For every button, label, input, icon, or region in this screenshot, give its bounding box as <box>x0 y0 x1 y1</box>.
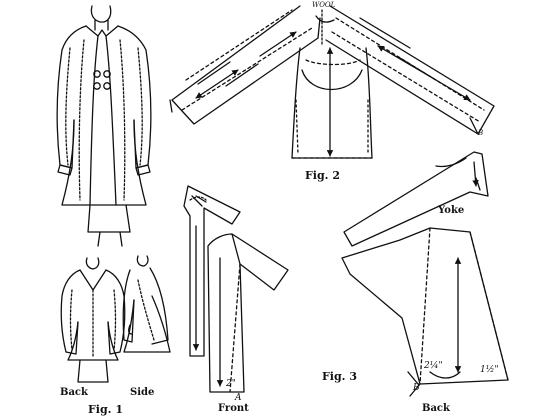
fig1-caption: Fig. 1 <box>88 403 123 416</box>
fig3-back-panel <box>341 227 509 397</box>
fig3-front-panel <box>207 233 289 393</box>
fig1-back-label: Back <box>60 387 88 398</box>
fig3-yoke-label: Yoke <box>438 205 465 216</box>
coat-front-figure <box>56 5 152 247</box>
fig3-back-left-measure: 2¼" <box>424 361 443 371</box>
fig3-front-hem-measure: 2" <box>226 379 236 389</box>
fig2-top-mark: WOOL <box>312 1 336 9</box>
fig3-front-strip <box>183 185 241 357</box>
coat-side-figure <box>122 255 171 353</box>
fig3-letter-b: B <box>413 383 420 393</box>
coat-back-figure <box>60 257 126 383</box>
fig1-side-label: Side <box>130 387 155 398</box>
fig3-front-label: Front <box>218 403 249 414</box>
fig3-caption: Fig. 3 <box>322 370 357 383</box>
fig3-letter-a: A <box>235 393 242 403</box>
fig3-yoke <box>343 151 489 247</box>
fig2-point-label: B <box>478 129 484 137</box>
fig3-back-label: Back <box>422 403 450 414</box>
fig3-back-right-measure: 1½" <box>480 365 499 375</box>
fig2-pattern <box>169 5 495 159</box>
fig2-caption: Fig. 2 <box>305 169 340 182</box>
